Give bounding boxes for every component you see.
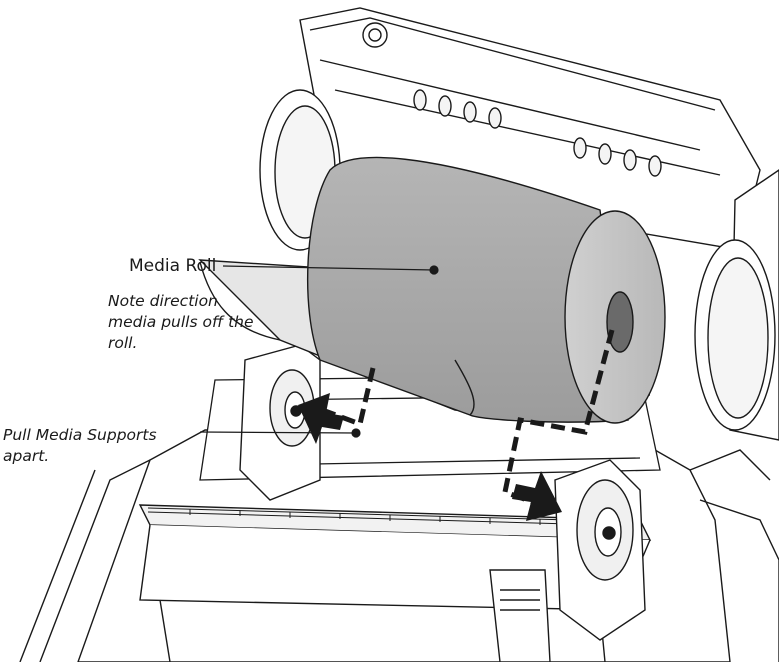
pull-supports-line: apart. bbox=[3, 447, 50, 465]
media-roll-title: Media Roll bbox=[129, 256, 217, 276]
media-roll bbox=[306, 156, 666, 424]
left-media-support bbox=[239, 344, 321, 501]
note-line: media pulls off the bbox=[108, 313, 254, 331]
pull-supports-line: Pull Media Supports bbox=[3, 426, 157, 444]
right-media-support bbox=[489, 459, 646, 662]
pull-supports-label: Pull Media Supports apart. bbox=[3, 425, 157, 467]
filled-arrow-right-icon bbox=[512, 471, 562, 521]
note-line: Note direction bbox=[108, 292, 218, 310]
media-direction-note: Note direction media pulls off the roll. bbox=[108, 291, 254, 354]
callout-leaders bbox=[199, 265, 439, 438]
right-lid-disc bbox=[694, 169, 779, 441]
note-line: roll. bbox=[108, 334, 138, 352]
filled-arrow-left-icon bbox=[298, 393, 344, 444]
media-roll-label: Media Roll bbox=[129, 256, 216, 276]
